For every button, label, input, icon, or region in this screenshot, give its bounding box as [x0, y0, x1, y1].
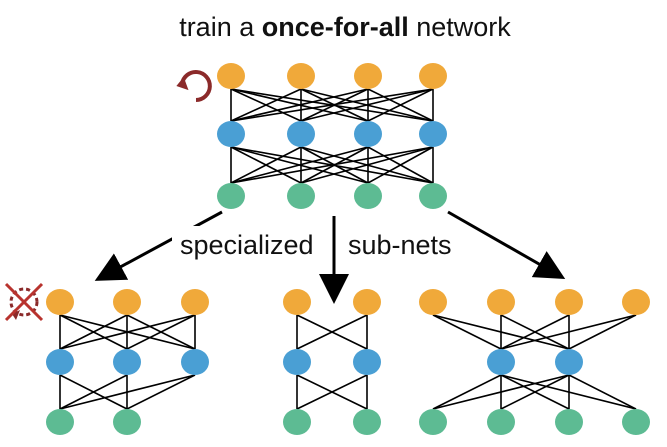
- left-subnet-edge: [126, 314, 196, 350]
- top-net-input-node: [217, 183, 245, 209]
- right-subnet-output-node: [487, 289, 515, 315]
- middle-subnet-edge: [296, 374, 368, 410]
- top-net-hidden-node: [217, 121, 245, 147]
- middle-subnet-output-node: [353, 289, 381, 315]
- right-subnet-edge: [432, 374, 502, 410]
- right-subnet-edge: [432, 314, 502, 350]
- left-subnet-output-node: [181, 289, 209, 315]
- right-subnet-input-node: [487, 409, 515, 435]
- arrows: [94, 210, 566, 304]
- crossed-out-circular-arrow-icon: [4, 282, 44, 322]
- top-net-edge: [230, 88, 434, 122]
- top-net-edge: [300, 146, 434, 184]
- top-net-output-node: [287, 63, 315, 89]
- title-prefix: train a: [179, 12, 262, 42]
- top-net-output-node: [419, 63, 447, 89]
- left-subnet-input-node: [113, 409, 141, 435]
- title-bold: once-for-all: [262, 12, 409, 42]
- left-subnet-output-node: [46, 289, 74, 315]
- top-net-edge: [230, 88, 302, 122]
- top-net-hidden-node: [354, 121, 382, 147]
- top-net-output-node: [217, 63, 245, 89]
- diagram-title: train a once-for-all network: [179, 12, 511, 42]
- right-subnet-output-node: [622, 289, 650, 315]
- middle-subnet-hidden-node: [353, 349, 381, 375]
- left-subnet-hidden-node: [113, 349, 141, 375]
- arrow-label-right: sub-nets: [348, 230, 452, 260]
- left-subnet-hidden-node: [46, 349, 74, 375]
- right-subnet-hidden-node: [487, 349, 515, 375]
- top-net-input-node: [354, 183, 382, 209]
- middle-subnet-edge: [296, 314, 368, 350]
- arrow-label-left: specialized: [180, 230, 314, 260]
- middle-subnet-input-node: [353, 409, 381, 435]
- right-subnet-output-node: [419, 289, 447, 315]
- top-net-output-node: [354, 63, 382, 89]
- left-subnet-input-node: [46, 409, 74, 435]
- right-subnet-edge: [500, 314, 570, 350]
- left-subnet-edge: [59, 374, 196, 410]
- arrow-right: [447, 210, 566, 279]
- right-subnet-edge: [432, 374, 570, 410]
- left-subnet-edge: [59, 314, 128, 350]
- left-subnet-output-node: [113, 289, 141, 315]
- left-subnet-hidden-node: [181, 349, 209, 375]
- right-subnet-edge: [500, 374, 570, 410]
- left-subnet-edge: [126, 374, 196, 410]
- top-net-edge: [367, 146, 434, 184]
- right-subnet-edge: [568, 374, 637, 410]
- right-subnet-edge: [500, 314, 637, 350]
- left-subnet-edge: [59, 314, 196, 350]
- top-net-hidden-node: [287, 121, 315, 147]
- left-subnet-edge: [59, 374, 128, 410]
- network-nodes: [46, 63, 650, 435]
- top-net-input-node: [419, 183, 447, 209]
- middle-subnet-hidden-node: [283, 349, 311, 375]
- right-subnet-hidden-node: [555, 349, 583, 375]
- top-net-input-node: [287, 183, 315, 209]
- circular-arrow-icon: [176, 70, 212, 102]
- middle-subnet-output-node: [283, 289, 311, 315]
- right-subnet-edge: [568, 314, 637, 350]
- top-net-edge: [230, 146, 369, 184]
- top-net-hidden-node: [419, 121, 447, 147]
- right-subnet-input-node: [419, 409, 447, 435]
- right-subnet-input-node: [555, 409, 583, 435]
- top-net-edge: [367, 88, 434, 122]
- middle-subnet-input-node: [283, 409, 311, 435]
- top-net-edge: [300, 88, 434, 122]
- top-net-edge: [230, 88, 369, 122]
- arrow-left: [94, 210, 223, 281]
- top-net-edge: [230, 146, 302, 184]
- top-net-edge: [230, 146, 434, 184]
- title-suffix: network: [409, 12, 512, 42]
- right-subnet-input-node: [622, 409, 650, 435]
- network-edges: [59, 88, 637, 410]
- right-subnet-output-node: [555, 289, 583, 315]
